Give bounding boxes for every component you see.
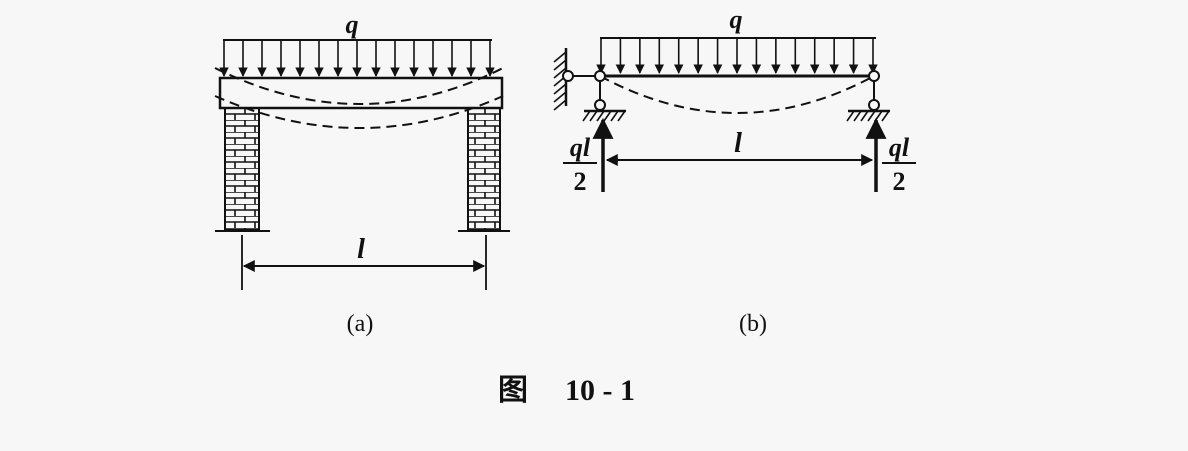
ground-hatch-right <box>846 109 890 122</box>
reaction-left-numerator: ql <box>570 133 591 162</box>
span-label-a: l <box>357 234 365 265</box>
span-label-b: l <box>734 128 742 159</box>
diagram-a: q l (a) <box>214 10 510 337</box>
load-label-a: q <box>346 10 359 39</box>
load-label-b: q <box>730 5 743 34</box>
figure-caption-prefix: 图 <box>498 374 528 407</box>
reaction-right-numerator: ql <box>889 133 910 162</box>
brick-wall-right <box>467 107 501 231</box>
hinge-beam-right <box>868 70 880 82</box>
hinge-ground-left <box>594 99 606 111</box>
ground-hatch-left <box>582 109 626 122</box>
distributed-load-b <box>596 37 878 74</box>
figure-caption-number: 10 - 1 <box>565 374 635 407</box>
hinge-beam-left <box>594 70 606 82</box>
deflected-shape-top-a <box>214 67 504 105</box>
hinge-wall-left <box>562 70 574 82</box>
caption-b: (b) <box>739 311 767 337</box>
brick-wall-left <box>224 107 260 231</box>
distributed-load-a <box>219 39 495 77</box>
diagram-b: q ql 2 ql <box>553 5 916 337</box>
deflected-shape-b <box>599 75 875 114</box>
reaction-right-denominator: 2 <box>893 167 906 196</box>
caption-a: (a) <box>347 311 374 337</box>
deflected-shape-bottom-a <box>214 95 504 129</box>
reaction-left-denominator: 2 <box>574 167 587 196</box>
hinge-ground-right <box>868 99 880 111</box>
